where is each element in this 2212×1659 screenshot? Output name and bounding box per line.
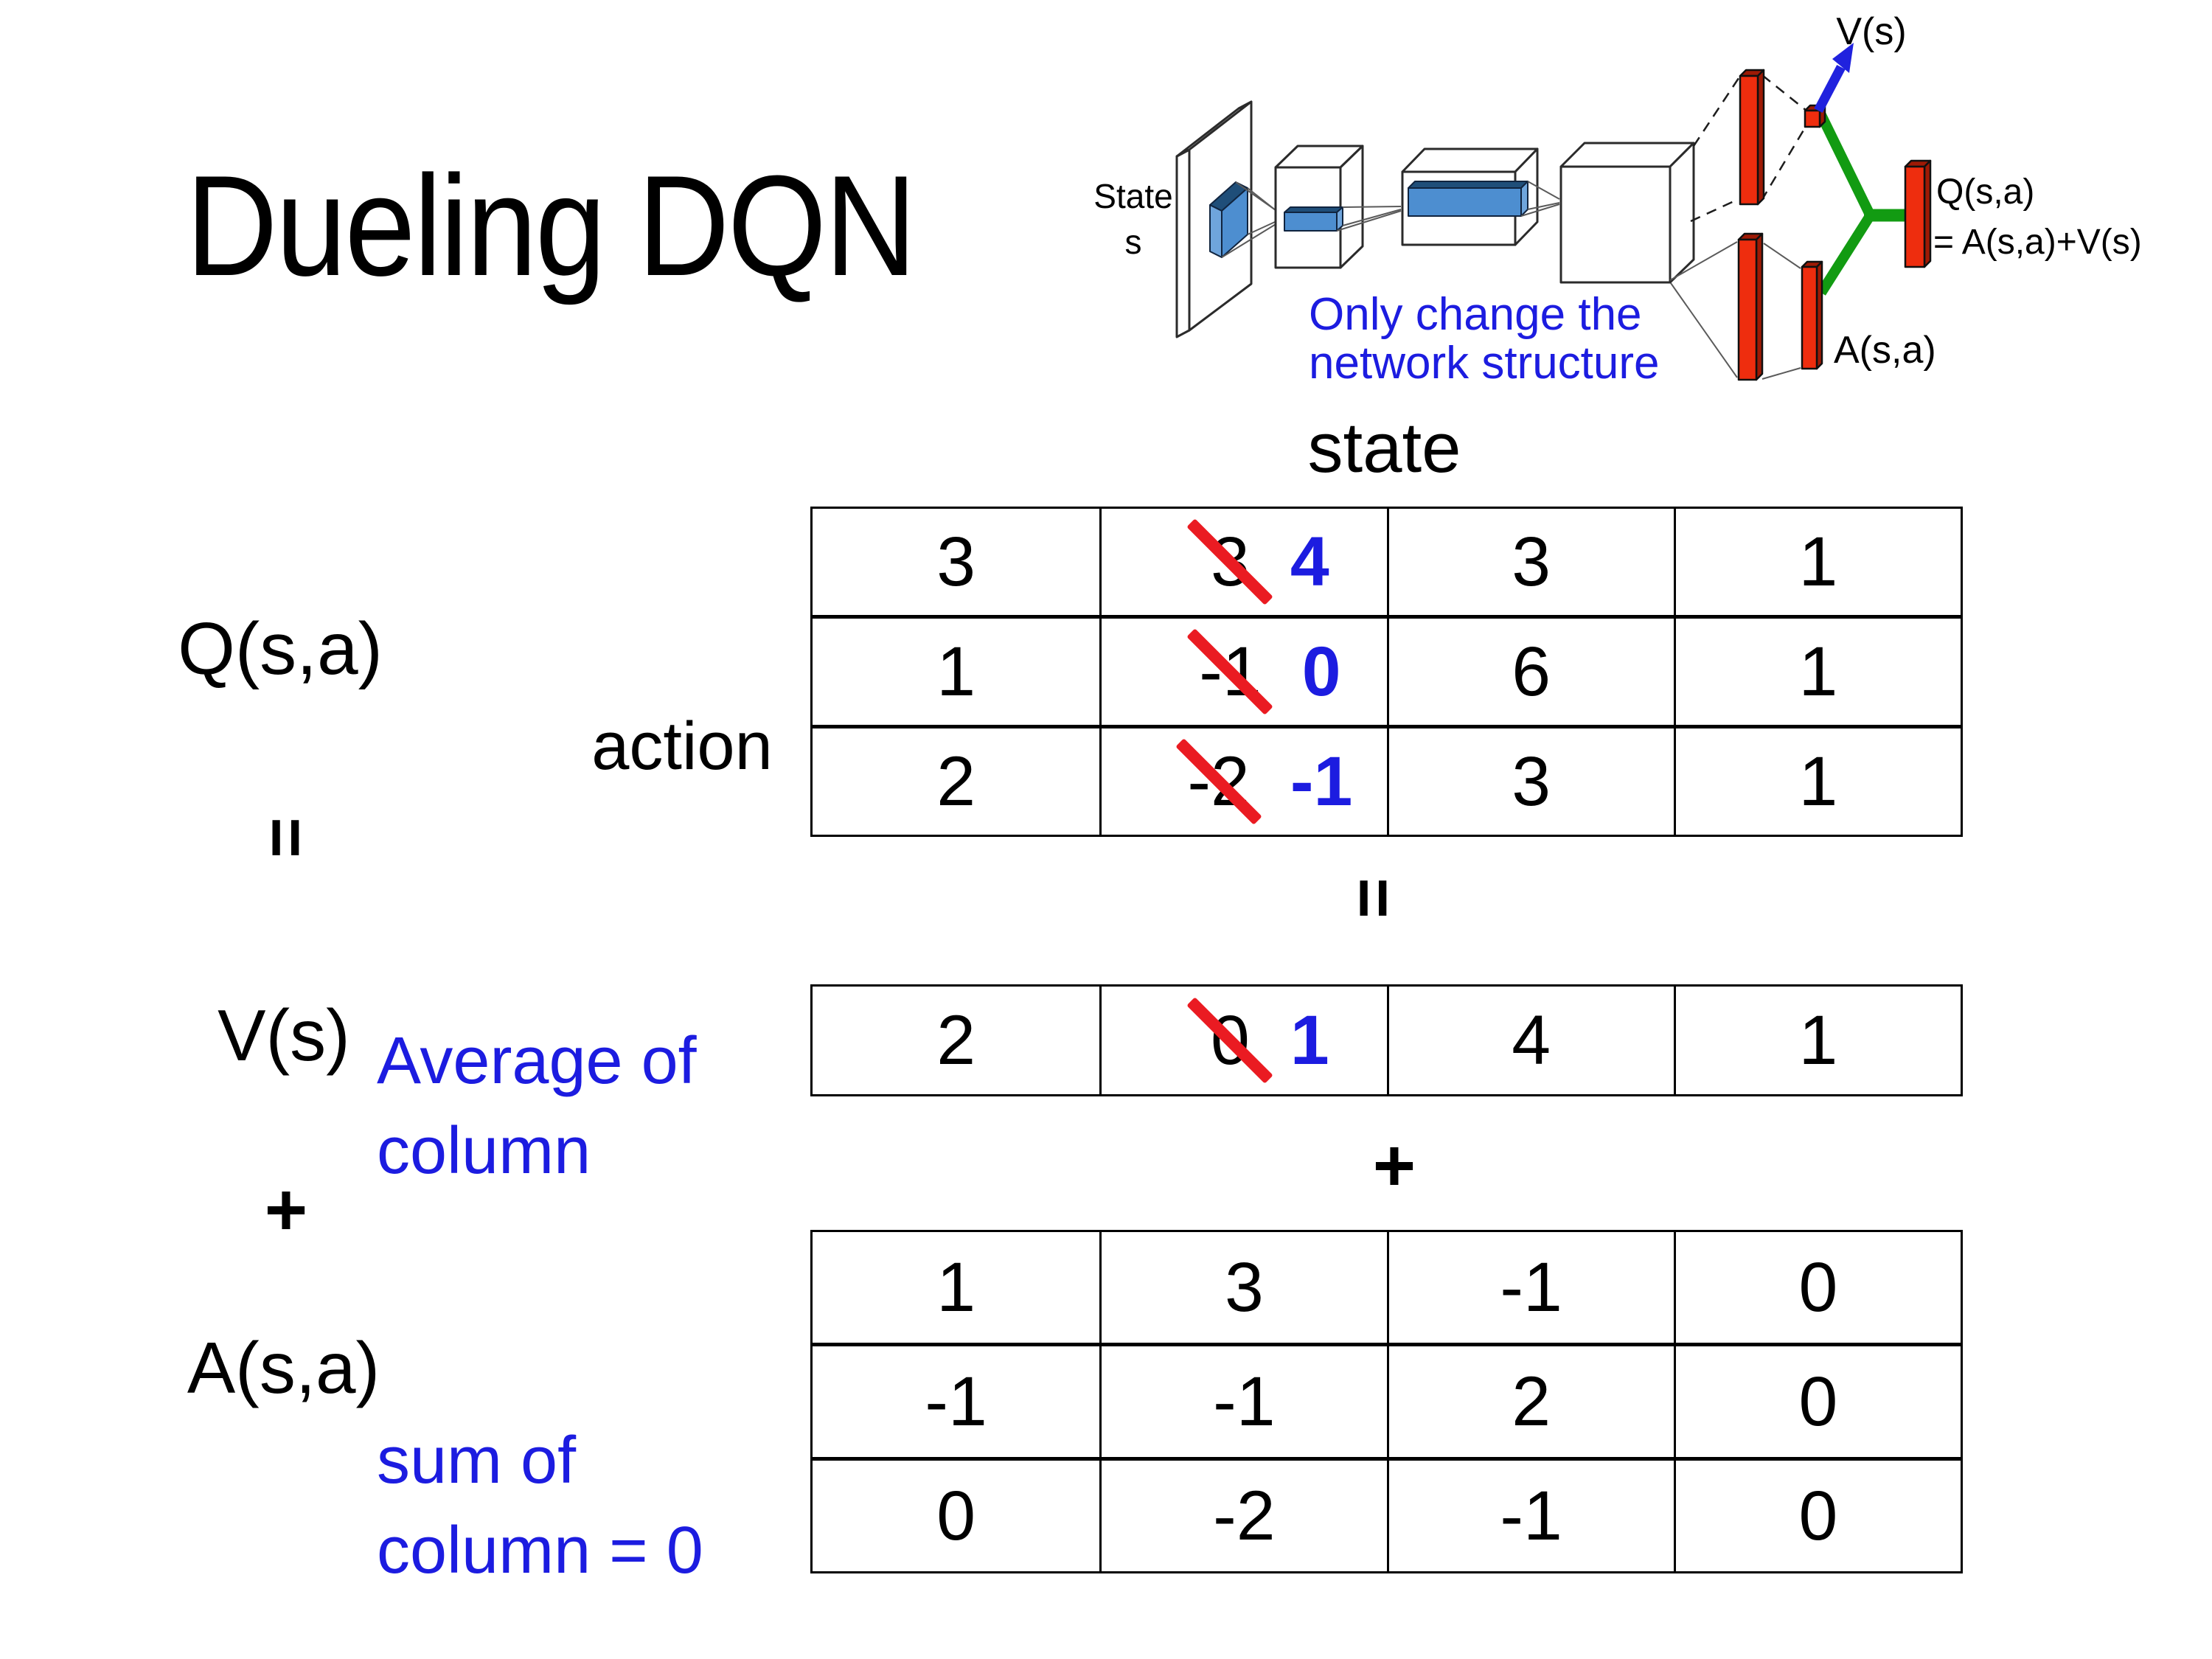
q-function-label: Q(s,a) bbox=[178, 608, 383, 690]
table-cell-corrected: 3 4 bbox=[1099, 509, 1386, 615]
new-value: 4 bbox=[1290, 522, 1329, 601]
new-value: 0 bbox=[1301, 632, 1341, 711]
conv-funnel-3 bbox=[1520, 181, 1560, 217]
network-diagram: State s Only change the network structur… bbox=[1093, 10, 2142, 389]
v-output-arrow bbox=[1814, 43, 1854, 114]
table-cell: 6 bbox=[1386, 619, 1674, 725]
table-row: 2 -2 -1 3 1 bbox=[813, 725, 1961, 835]
table-cell-corrected: 0 1 bbox=[1099, 987, 1386, 1094]
table-cell: 0 bbox=[1673, 1346, 1961, 1457]
table-cell: 3 bbox=[1099, 1232, 1386, 1343]
aggregation-y-connector bbox=[1816, 112, 1907, 296]
table-cell: 3 bbox=[936, 522, 976, 601]
table-cell-corrected: -1 0 bbox=[1099, 619, 1386, 725]
table-row: 1 -1 0 6 1 bbox=[813, 615, 1961, 725]
table-cell: 0 bbox=[1673, 1461, 1961, 1571]
table-cell: 3 bbox=[1386, 728, 1674, 835]
table-row: -1 -1 2 0 bbox=[813, 1343, 1961, 1457]
table-cell: 0 bbox=[1673, 1232, 1961, 1343]
diagram-state-s-label: s bbox=[1125, 223, 1142, 261]
table-row: 2 0 1 4 1 bbox=[813, 987, 1961, 1094]
conv-box-3 bbox=[1559, 142, 1695, 284]
v-values-table: 2 0 1 4 1 bbox=[810, 984, 1963, 1096]
table-cell: 3 bbox=[1386, 509, 1674, 615]
a-function-label: A(s,a) bbox=[187, 1327, 380, 1408]
table-cell: 1 bbox=[1673, 987, 1961, 1094]
diagram-q-equation: = A(s,a)+V(s) bbox=[1933, 223, 2142, 262]
table-row: 3 3 4 3 1 bbox=[813, 509, 1961, 615]
hidden-layer-bar-bottom bbox=[1737, 232, 1764, 381]
table-row: 0 -2 -1 0 bbox=[813, 1457, 1961, 1571]
plus-sign-left: + bbox=[264, 1168, 308, 1251]
diagram-a-label: A(s,a) bbox=[1834, 329, 1936, 372]
table-row: 1 3 -1 0 bbox=[813, 1232, 1961, 1343]
advantage-bar bbox=[1801, 260, 1823, 370]
table-cell: -2 bbox=[1099, 1461, 1386, 1571]
equals-rotated-left: = bbox=[247, 817, 326, 858]
sum-of-column-note: sum of column = 0 bbox=[377, 1416, 703, 1596]
table-cell-corrected: -2 -1 bbox=[1099, 728, 1386, 835]
table-cell: 0 bbox=[936, 1476, 976, 1555]
conv-funnel-2 bbox=[1336, 206, 1402, 232]
table-cell: -1 bbox=[1386, 1461, 1674, 1571]
table-cell: -1 bbox=[925, 1362, 987, 1441]
diagram-state-label: State bbox=[1093, 177, 1172, 215]
equals-rotated-middle: = bbox=[1335, 877, 1413, 919]
table-cell: 2 bbox=[1386, 1346, 1674, 1457]
page-title: Dueling DQN bbox=[186, 146, 917, 306]
state-axis-label: state bbox=[1307, 408, 1461, 487]
q-output-bar bbox=[1904, 159, 1932, 268]
table-cell: 4 bbox=[1386, 987, 1674, 1094]
table-cell: 1 bbox=[1673, 509, 1961, 615]
table-cell: 1 bbox=[1673, 619, 1961, 725]
diagram-q-label: Q(s,a) bbox=[1936, 173, 2034, 212]
table-cell: 2 bbox=[936, 1001, 976, 1079]
table-cell: 1 bbox=[1673, 728, 1961, 835]
average-note-line1: Average of bbox=[377, 1024, 697, 1098]
a-values-table: 1 3 -1 0 -1 -1 2 0 0 -2 -1 0 bbox=[810, 1230, 1963, 1573]
v-function-label: V(s) bbox=[218, 995, 350, 1076]
diagram-v-label: V(s) bbox=[1836, 10, 1906, 53]
sum-note-line1: sum of bbox=[377, 1424, 577, 1498]
table-cell: -1 bbox=[1386, 1232, 1674, 1343]
average-note-line2: column bbox=[377, 1114, 591, 1189]
table-cell: 2 bbox=[936, 742, 976, 821]
table-cell: -1 bbox=[1099, 1346, 1386, 1457]
plus-sign-middle: + bbox=[1372, 1124, 1416, 1207]
average-of-column-note: Average of column bbox=[377, 1016, 697, 1197]
table-cell: 1 bbox=[936, 632, 976, 711]
feature-bar-1 bbox=[1284, 206, 1343, 232]
q-values-table: 3 3 4 3 1 1 -1 0 6 1 2 -2 -1 3 1 bbox=[810, 507, 1963, 837]
feature-bar-2 bbox=[1408, 181, 1528, 217]
hidden-layer-bar-top bbox=[1739, 69, 1765, 206]
value-stream-dashed-lines bbox=[1690, 73, 1808, 223]
diagram-note-line2: network structure bbox=[1309, 338, 1660, 389]
action-axis-label: action bbox=[591, 709, 773, 784]
sum-note-line2: column = 0 bbox=[377, 1514, 703, 1588]
new-value: -1 bbox=[1290, 742, 1353, 821]
diagram-note-line1: Only change the bbox=[1309, 289, 1642, 340]
table-cell: 1 bbox=[936, 1248, 976, 1326]
conv-patch-icon bbox=[1209, 181, 1248, 258]
new-value: 1 bbox=[1290, 1001, 1329, 1079]
advantage-stream-lines bbox=[1669, 241, 1801, 380]
